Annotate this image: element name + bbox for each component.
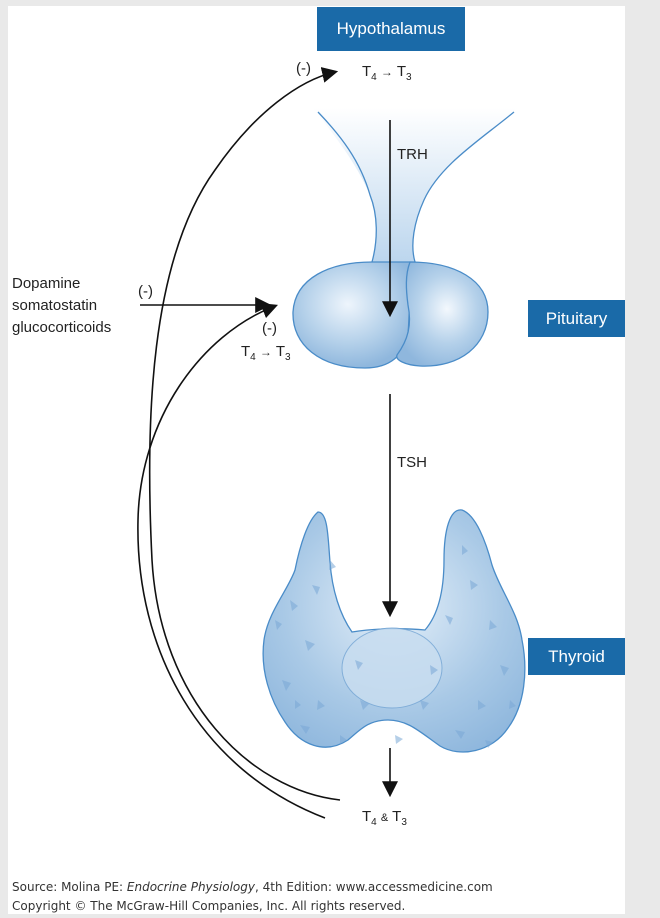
feedback-curve-to-pituitary xyxy=(137,303,326,819)
inhibitor-somatostatin: somatostatin xyxy=(12,297,98,314)
pituitary-right-lobe xyxy=(396,261,489,367)
negative-feedback-top: (-) xyxy=(296,60,311,77)
hypothalamus-box: Hypothalamus xyxy=(317,7,465,51)
feedback-curve-to-hypothalamus xyxy=(148,67,341,801)
pituitary-box: Pituitary xyxy=(528,300,625,337)
inhibitor-glucocorticoids: glucocorticoids xyxy=(12,319,112,336)
inhibitor-dopamine: Dopamine xyxy=(12,275,81,292)
copyright-notice: Copyright © The McGraw-Hill Companies, I… xyxy=(12,899,406,913)
figure-panel xyxy=(8,6,625,914)
pituitary-stalk xyxy=(313,108,518,262)
thyroid-hormones-output: T4 & T3 xyxy=(362,808,407,828)
trh-label: TRH xyxy=(397,146,428,163)
thyroid-texture xyxy=(275,545,516,748)
pituitary-left-lobe xyxy=(292,261,416,369)
negative-feedback-pituitary: (-) xyxy=(262,320,277,337)
hypothalamus-t4-t3-conversion: T4 → T3 xyxy=(362,63,412,83)
thyroid-box: Thyroid xyxy=(528,638,625,675)
source-citation: Source: Molina PE: Endocrine Physiology,… xyxy=(12,880,493,894)
pituitary-t4-t3-conversion: T4 → T3 xyxy=(241,343,291,363)
negative-feedback-inhibitors: (-) xyxy=(138,283,153,300)
thyroid-isthmus xyxy=(341,627,443,709)
stalk-outline xyxy=(317,111,515,263)
tsh-label: TSH xyxy=(397,454,427,471)
